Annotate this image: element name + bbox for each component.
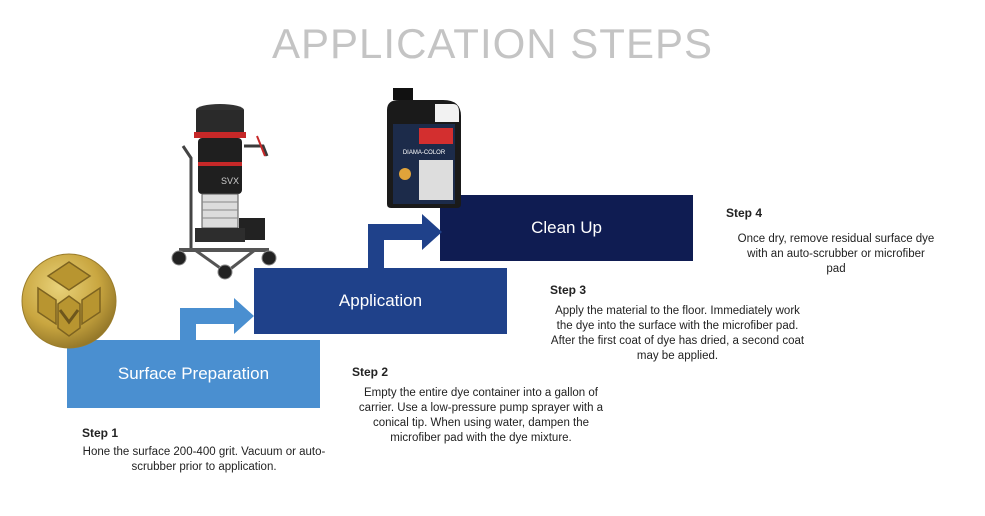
vacuum-icon: SVX bbox=[171, 104, 277, 280]
step-4-text: Step 4 Once dry, remove residual surface… bbox=[726, 206, 951, 277]
application-box: Application bbox=[254, 268, 507, 334]
arrow-step1-to-step2 bbox=[180, 298, 254, 342]
page-title: APPLICATION STEPS bbox=[272, 20, 713, 67]
step-1-text: Step 1 Hone the surface 200-400 grit. Va… bbox=[82, 426, 332, 475]
step-3-heading: Step 3 bbox=[550, 283, 587, 297]
step-3-body: Apply the material to the floor. Immedia… bbox=[550, 305, 805, 362]
jug-label-text: DIAMA-COLOR bbox=[403, 150, 446, 156]
dye-jug-icon: DIAMA-COLOR bbox=[387, 88, 461, 208]
vacuum-model-text: SVX bbox=[221, 176, 239, 186]
step-2-heading: Step 2 bbox=[352, 365, 389, 379]
step-1-body: Hone the surface 200-400 grit. Vacuum or… bbox=[82, 446, 326, 473]
arrow-step2-to-step3 bbox=[368, 214, 442, 270]
step-4-heading: Step 4 bbox=[726, 206, 763, 220]
step-2-text: Step 2 Empty the entire dye container in… bbox=[352, 365, 610, 446]
clean-up-label: Clean Up bbox=[531, 218, 602, 237]
surface-preparation-label: Surface Preparation bbox=[117, 364, 270, 383]
step-4-body: Once dry, remove residual surface dye wi… bbox=[737, 233, 935, 275]
surface-preparation-box: Surface Preparation bbox=[67, 340, 320, 408]
clean-up-box: Clean Up bbox=[440, 195, 693, 261]
step-3-text: Step 3 Apply the material to the floor. … bbox=[550, 283, 805, 364]
diamond-pad-icon bbox=[21, 253, 117, 349]
application-label: Application bbox=[338, 291, 423, 310]
step-1-heading: Step 1 bbox=[82, 426, 119, 440]
step-2-body: Empty the entire dye container into a ga… bbox=[358, 387, 604, 444]
